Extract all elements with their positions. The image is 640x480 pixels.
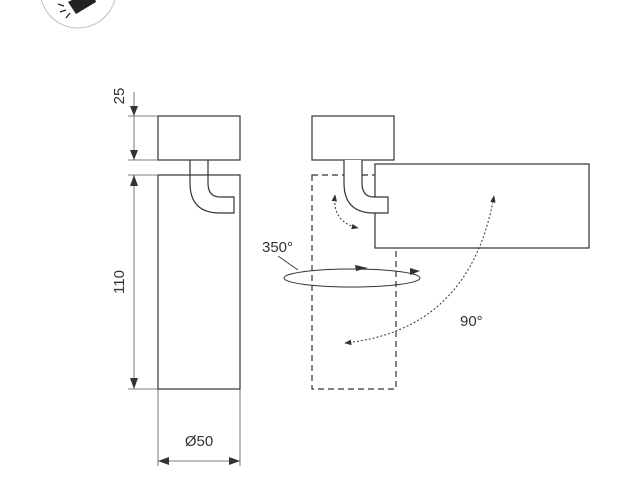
- vertical-rotation-indicator: 90°: [344, 195, 496, 346]
- head-height-label: 25: [111, 88, 128, 105]
- diameter-label: Ø50: [185, 433, 213, 450]
- body-height-label: 110: [111, 270, 128, 294]
- fixture-body: [157, 174, 241, 390]
- fixture-rotation-view: [311, 115, 590, 390]
- mount-base-rotated: [311, 115, 395, 161]
- fixture-body-tilted: [374, 163, 590, 249]
- horizontal-rotation-label: 350°: [262, 239, 293, 256]
- fixture-front-view: [157, 115, 241, 390]
- mount-base: [157, 115, 241, 161]
- swivel-joint: [189, 160, 235, 214]
- vertical-rotation-label: 90°: [460, 313, 483, 330]
- track-spotlight-icon: [57, 0, 96, 19]
- product-badge: [40, 0, 116, 29]
- dimension-diameter: Ø50: [157, 389, 241, 466]
- dimension-head-height: 25: [111, 88, 158, 161]
- dimension-body-height: 110: [111, 174, 158, 390]
